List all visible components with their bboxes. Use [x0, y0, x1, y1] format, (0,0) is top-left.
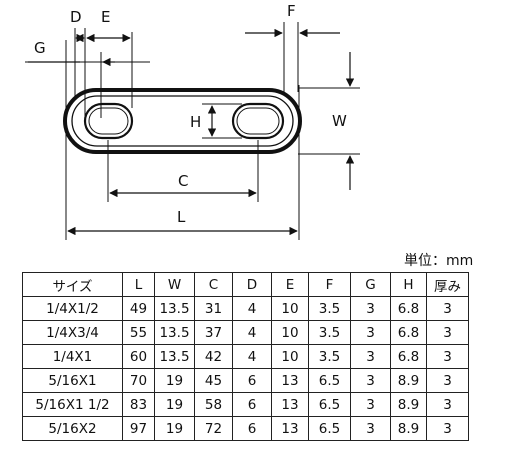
dim-label-h: H: [190, 113, 201, 131]
table-cell: 19: [154, 392, 195, 417]
table-cell: 5/16X1: [22, 368, 123, 393]
table-cell: 3: [350, 416, 391, 441]
dim-label-e: E: [101, 8, 110, 26]
col-header: G: [350, 272, 391, 297]
dim-label-w: W: [332, 112, 347, 130]
table-cell: 3: [426, 368, 469, 393]
table-cell: 8.9: [390, 368, 427, 393]
table-cell: 6.8: [390, 344, 427, 369]
table-cell: 6.8: [390, 320, 427, 345]
table-cell: 3: [426, 392, 469, 417]
table-cell: 83: [122, 392, 155, 417]
left-slot: [83, 102, 134, 140]
table-cell: 10: [271, 296, 309, 321]
dim-label-f: F: [287, 2, 296, 20]
col-header: D: [232, 272, 272, 297]
table-cell: 37: [194, 320, 233, 345]
col-header: F: [308, 272, 351, 297]
table-cell: 13: [271, 392, 309, 417]
dim-label-d: D: [70, 8, 82, 26]
col-header: H: [390, 272, 427, 297]
col-header: E: [271, 272, 309, 297]
table-cell: 6: [232, 392, 272, 417]
table-cell: 3: [350, 344, 391, 369]
table-cell: 3: [426, 344, 469, 369]
table-cell: 72: [194, 416, 233, 441]
table-cell: 13: [271, 368, 309, 393]
table-cell: 10: [271, 344, 309, 369]
table-cell: 3: [350, 296, 391, 321]
right-slot: [231, 102, 285, 140]
table-cell: 3.5: [308, 320, 351, 345]
table-cell: 45: [194, 368, 233, 393]
table-cell: 8.9: [390, 416, 427, 441]
table-cell: 5/16X2: [22, 416, 123, 441]
table-cell: 60: [122, 344, 155, 369]
table-cell: 1/4X3/4: [22, 320, 123, 345]
table-cell: 3: [350, 392, 391, 417]
table-cell: 3: [426, 296, 469, 321]
extension-lines: [25, 22, 360, 240]
dim-label-l: L: [177, 208, 186, 226]
table-cell: 42: [194, 344, 233, 369]
table-cell: 5/16X1 1/2: [22, 392, 123, 417]
table-cell: 6.5: [308, 368, 351, 393]
table-cell: 6.8: [390, 296, 427, 321]
table-cell: 3.5: [308, 296, 351, 321]
table-cell: 4: [232, 344, 272, 369]
table-cell: 1/4X1/2: [22, 296, 123, 321]
table-cell: 31: [194, 296, 233, 321]
table-cell: 3.5: [308, 344, 351, 369]
dimension-arrows: [28, 28, 355, 236]
table-cell: 6: [232, 368, 272, 393]
table-cell: 55: [122, 320, 155, 345]
table-cell: 58: [194, 392, 233, 417]
table-cell: 4: [232, 320, 272, 345]
table-cell: 13.5: [154, 296, 195, 321]
table-cell: 3: [426, 416, 469, 441]
col-header: C: [194, 272, 233, 297]
plate-outline: [63, 88, 302, 154]
table-cell: 10: [271, 320, 309, 345]
col-header: W: [154, 272, 195, 297]
table-cell: 8.9: [390, 392, 427, 417]
table-cell: 3: [426, 320, 469, 345]
table-cell: 19: [154, 368, 195, 393]
table-cell: 6.5: [308, 416, 351, 441]
table-cell: 19: [154, 416, 195, 441]
col-header: 厚み: [426, 272, 469, 297]
table-cell: 70: [122, 368, 155, 393]
dim-label-g: G: [34, 39, 46, 57]
col-header: サイズ: [22, 272, 123, 297]
table-cell: 13: [271, 416, 309, 441]
col-header: L: [122, 272, 155, 297]
table-cell: 49: [122, 296, 155, 321]
table-cell: 3: [350, 368, 391, 393]
table-cell: 3: [350, 320, 391, 345]
dim-label-c: C: [178, 172, 188, 190]
table-cell: 13.5: [154, 344, 195, 369]
unit-label: 単位：mm: [404, 253, 474, 269]
table-cell: 1/4X1: [22, 344, 123, 369]
link-plate-diagram: D E F G H W C L: [25, 2, 360, 240]
table-cell: 4: [232, 296, 272, 321]
table-cell: 13.5: [154, 320, 195, 345]
table-cell: 6: [232, 416, 272, 441]
table-header-row: サイズ L W C D E F G H 厚み: [22, 272, 469, 297]
table-cell: 97: [122, 416, 155, 441]
table-cell: 6.5: [308, 392, 351, 417]
